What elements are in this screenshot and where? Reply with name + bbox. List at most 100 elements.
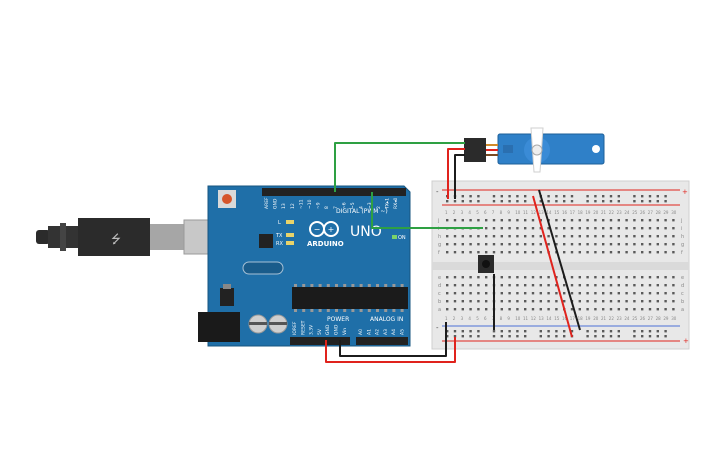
breadboard-hole[interactable] [633,284,636,287]
breadboard-hole[interactable] [539,200,542,203]
breadboard-hole[interactable] [531,251,535,254]
breadboard-hole[interactable] [594,330,597,333]
breadboard-hole[interactable] [461,292,464,295]
breadboard-hole[interactable] [602,251,605,254]
breadboard-hole[interactable] [648,219,652,222]
breadboard-hole[interactable] [469,200,472,203]
breadboard-hole[interactable] [477,284,480,287]
breadboard-hole[interactable] [446,292,449,295]
breadboard-hole[interactable] [625,292,628,295]
breadboard-hole[interactable] [633,335,636,338]
breadboard-hole[interactable] [516,243,519,246]
breadboard-hole[interactable] [555,308,558,311]
breadboard-hole[interactable] [500,335,503,338]
breadboard-hole[interactable] [453,284,457,287]
breadboard-hole[interactable] [516,235,519,238]
breadboard-hole[interactable] [539,251,542,254]
breadboard-hole[interactable] [594,195,597,198]
breadboard-hole[interactable] [648,243,652,246]
breadboard-hole[interactable] [617,227,620,230]
breadboard-hole[interactable] [656,300,659,303]
breadboard-hole[interactable] [453,251,457,254]
breadboard-hole[interactable] [570,251,574,254]
breadboard-hole[interactable] [446,243,449,246]
breadboard-hole[interactable] [547,335,550,338]
breadboard-hole[interactable] [539,243,542,246]
breadboard-hole[interactable] [672,227,675,230]
breadboard-hole[interactable] [547,200,550,203]
breadboard-hole[interactable] [508,330,511,333]
breadboard-hole[interactable] [594,219,597,222]
breadboard-hole[interactable] [531,284,535,287]
breadboard-hole[interactable] [570,219,574,222]
wires[interactable] [325,142,581,363]
breadboard-hole[interactable] [656,330,659,333]
breadboard-hole[interactable] [500,284,503,287]
breadboard-hole[interactable] [446,235,449,238]
breadboard-hole[interactable] [570,243,574,246]
breadboard-hole[interactable] [617,276,620,279]
breadboard-hole[interactable] [516,300,519,303]
breadboard-hole[interactable] [500,235,503,238]
breadboard-hole[interactable] [594,243,597,246]
breadboard-hole[interactable] [485,292,488,295]
breadboard-hole[interactable] [446,300,449,303]
breadboard-hole[interactable] [625,284,628,287]
breadboard-hole[interactable] [641,335,644,338]
breadboard-hole[interactable] [664,276,667,279]
breadboard-hole[interactable] [477,330,480,333]
breadboard-hole[interactable] [461,308,464,311]
breadboard-hole[interactable] [477,300,480,303]
breadboard-hole[interactable] [602,200,605,203]
breadboard-hole[interactable] [446,276,449,279]
breadboard-hole[interactable] [563,292,566,295]
breadboard-hole[interactable] [500,219,503,222]
breadboard-hole[interactable] [586,335,589,338]
breadboard-hole[interactable] [485,251,488,254]
breadboard-hole[interactable] [617,335,620,338]
breadboard-hole[interactable] [539,292,542,295]
breadboard-hole[interactable] [656,308,659,311]
breadboard-hole[interactable] [469,243,472,246]
breadboard-hole[interactable] [547,292,550,295]
breadboard-hole[interactable] [539,284,542,287]
breadboard-hole[interactable] [500,292,503,295]
breadboard-hole[interactable] [531,308,535,311]
breadboard-holes[interactable] [446,195,675,338]
breadboard-hole[interactable] [461,335,464,338]
breadboard-hole[interactable] [500,251,503,254]
breadboard-hole[interactable] [469,284,472,287]
breadboard-hole[interactable] [633,235,636,238]
breadboard-hole[interactable] [563,251,566,254]
breadboard-hole[interactable] [570,200,574,203]
breadboard-hole[interactable] [570,284,574,287]
breadboard-hole[interactable] [570,227,574,230]
breadboard-hole[interactable] [524,219,527,222]
breadboard-hole[interactable] [508,200,511,203]
breadboard-hole[interactable] [446,330,449,333]
breadboard-hole[interactable] [555,235,558,238]
breadboard-hole[interactable] [508,335,511,338]
breadboard-hole[interactable] [508,235,511,238]
breadboard-hole[interactable] [641,243,644,246]
breadboard-hole[interactable] [633,251,636,254]
breadboard-hole[interactable] [508,276,511,279]
breadboard-hole[interactable] [664,308,667,311]
breadboard-hole[interactable] [594,276,597,279]
breadboard-hole[interactable] [477,276,480,279]
breadboard-hole[interactable] [656,219,659,222]
breadboard-hole[interactable] [539,308,542,311]
breadboard-hole[interactable] [524,195,527,198]
breadboard-hole[interactable] [485,308,488,311]
breadboard-hole[interactable] [602,292,605,295]
breadboard-hole[interactable] [633,227,636,230]
breadboard-hole[interactable] [563,195,566,198]
breadboard-hole[interactable] [508,251,511,254]
breadboard-hole[interactable] [617,251,620,254]
breadboard-hole[interactable] [555,243,558,246]
pushbutton[interactable] [478,255,494,273]
breadboard-hole[interactable] [477,243,480,246]
breadboard-hole[interactable] [469,219,472,222]
breadboard-hole[interactable] [609,227,613,230]
